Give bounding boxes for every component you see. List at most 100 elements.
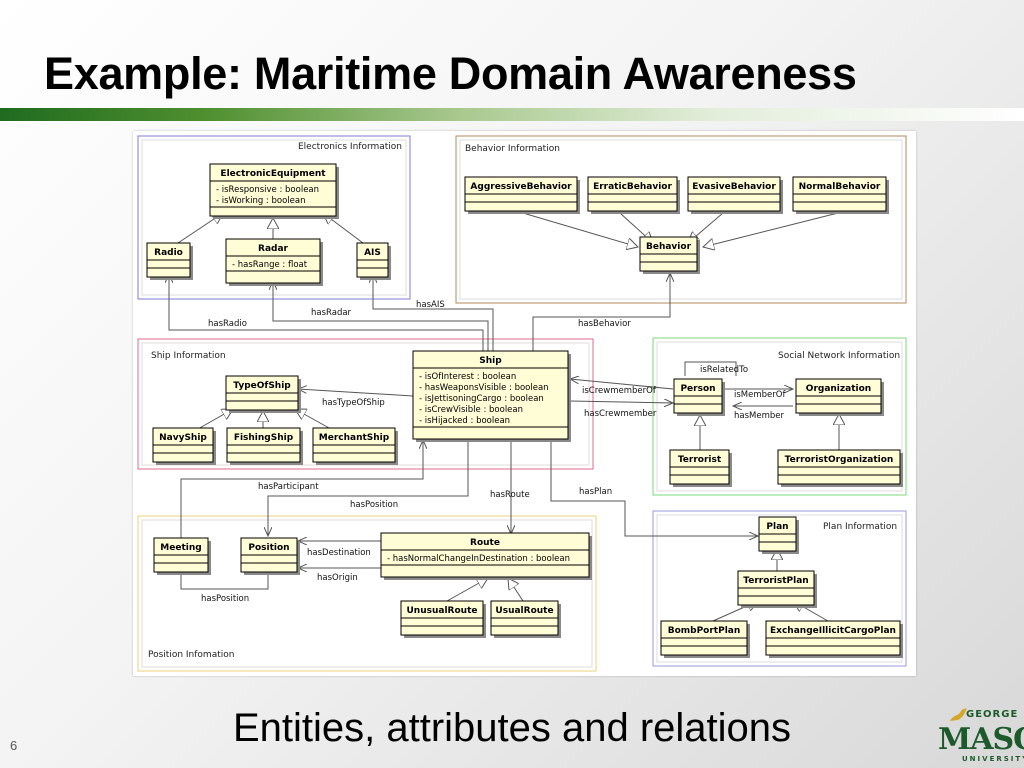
class-attribute: - isHijacked : boolean [419,416,510,426]
class-name: Route [470,538,500,548]
class-name: Person [680,384,715,394]
label-has-type-of-ship: hasTypeOfShip [322,398,385,408]
class-behavior: Behavior [639,236,700,274]
label-has-route: hasRoute [490,490,530,500]
class-type-of-ship: TypeOfShip [225,375,301,413]
class-aggressive-behavior: AggressiveBehavior [464,176,580,214]
package-social-label: Social Network Information [778,351,900,361]
class-normal-behavior: NormalBehavior [792,176,889,214]
label-has-origin: hasOrigin [317,573,358,583]
class-box [380,532,590,578]
assoc-has-participant [180,440,423,546]
class-name: NormalBehavior [799,182,881,192]
class-radio: Radio [146,242,193,280]
class-name: Behavior [646,242,692,252]
label-has-member: hasMember [734,411,784,421]
slide-subtitle: Entities, attributes and relations [232,706,792,750]
logo-line1: GEORGE [966,709,1019,720]
class-terrorist: Terrorist [669,449,732,487]
class-attribute: - hasNormalChangeInDestination : boolean [387,554,570,564]
label-has-radar: hasRadar [311,308,352,318]
class-attribute: - isResponsive : boolean [216,185,319,195]
class-terrorist-plan: TerroristPlan [737,570,817,608]
class-name: FishingShip [234,433,294,443]
logo-flame-icon [950,708,967,721]
class-name: TypeOfShip [233,381,291,391]
slide-title: Example: Maritime Domain Awareness [44,48,857,99]
class-name: BombPortPlan [668,626,741,636]
package-behavior: Behavior Information [455,135,907,304]
package-social: Social Network Information [652,337,907,496]
package-position-label: Position Infomation [148,650,234,660]
class-name: TerroristOrganization [785,455,894,465]
class-name: TerroristPlan [743,576,808,586]
class-attribute: - isOfInterest : boolean [419,372,516,382]
class-name: AIS [364,248,381,258]
class-meeting: Meeting [153,537,211,575]
package-electronics: Electronics Information [137,135,411,300]
label-is-crewmember-of: isCrewmemberOf [582,386,657,396]
logo-line3: UNIVERSITY [962,755,1024,763]
class-evasive-behavior: EvasiveBehavior [687,176,783,214]
class-radar: Radar - hasRange : float [225,238,323,286]
package-behavior-label: Behavior Information [465,144,560,154]
logo-line2: MASON [938,722,1024,757]
class-erratic-behavior: ErraticBehavior [587,176,680,214]
label-has-participant: hasParticipant [258,482,319,492]
class-name: Organization [806,384,871,394]
gen-normal-behavior [703,212,839,247]
class-plan: Plan [758,516,799,554]
label-has-radio: hasRadio [208,319,247,329]
assoc-has-crewmember [569,401,673,403]
assoc-has-ais [373,274,494,351]
gen-unusual-route [446,578,488,602]
title-accent-bar [0,108,1024,121]
label-is-member-of: isMemberOf [734,390,786,400]
class-attribute: - isWorking : boolean [216,196,305,206]
assoc-has-type-of-ship [298,389,414,397]
class-name: UnusualRoute [407,606,478,616]
package-plan-label: Plan Information [823,522,897,532]
class-name: UsualRoute [495,606,553,616]
class-name: Radar [258,244,289,254]
class-fishing-ship: FishingShip [226,427,303,465]
label-has-ais: hasAIS [416,300,445,310]
page-number: 6 [10,738,18,753]
assoc-has-position-ship [268,440,469,536]
gen-usual-route [508,578,524,602]
relation-labels: hasAIS hasRadar hasRadio hasBehavior has… [201,300,786,604]
gen-aggressive-behavior [522,212,638,247]
class-bomb-port-plan: BombPortPlan [660,620,750,658]
class-name: ElectronicEquipment [220,169,326,179]
class-terrorist-organization: TerroristOrganization [777,449,903,487]
class-name: Meeting [160,543,201,553]
class-organization: Organization [795,378,884,416]
class-route: Route - hasNormalChangeInDestination : bo… [380,532,592,580]
class-name: Plan [766,522,788,532]
class-name: AggressiveBehavior [470,182,572,192]
package-electronics-label: Electronics Information [298,142,402,152]
class-unusual-route: UnusualRoute [400,600,486,638]
class-navy-ship: NavyShip [152,427,216,465]
class-ais: AIS [356,242,391,280]
class-name: MerchantShip [319,433,390,443]
assoc-has-radio [169,274,484,351]
label-has-destination: hasDestination [307,548,371,558]
class-attribute: - hasRange : float [232,260,308,270]
class-name: ErraticBehavior [593,182,672,192]
connectors [169,212,839,622]
diagram-canvas: Electronics Information Behavior Informa… [137,135,907,672]
class-name: EvasiveBehavior [692,182,776,192]
uml-class-diagram: Electronics Information Behavior Informa… [133,131,916,676]
label-has-position-ship: hasPosition [350,500,398,510]
class-electronic-equipment: ElectronicEquipment - isResponsive : bool… [209,163,339,219]
label-has-crewmember: hasCrewmember [584,409,657,419]
assoc-has-behavior [532,273,670,351]
label-has-plan: hasPlan [579,487,612,497]
class-name: Radio [154,248,183,258]
assoc-is-crewmember-of [570,379,674,390]
assoc-has-plan [550,440,758,536]
class-person: Person [673,378,725,416]
assoc-has-position-meeting [180,564,268,590]
class-name: Terrorist [678,455,722,465]
